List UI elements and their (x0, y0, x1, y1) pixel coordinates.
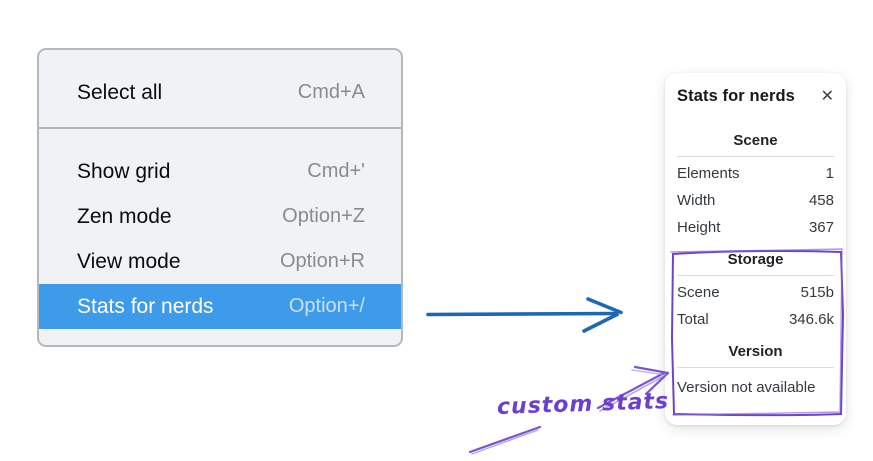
close-icon[interactable]: ✕ (820, 87, 834, 105)
stat-row-total-size: Total 346.6k (677, 309, 834, 330)
stat-value: 515b (800, 284, 834, 301)
stat-value: 367 (808, 219, 834, 236)
stats-panel-title: Stats for nerds (677, 87, 795, 105)
menu-item-view-mode[interactable]: View mode Option+R (39, 239, 401, 284)
section-heading-storage: Storage (727, 251, 784, 268)
menu-divider (39, 127, 401, 129)
menu-item-shortcut: Cmd+' (307, 160, 365, 182)
section-separator (677, 275, 834, 276)
menu-item-shortcut: Option+R (279, 250, 365, 272)
menu-item-label: Select all (77, 80, 163, 104)
section-separator (677, 367, 834, 368)
stat-value: 346.6k (788, 311, 834, 328)
stat-label: Elements (677, 165, 740, 182)
menu-item-shortcut: Option+Z (282, 205, 365, 227)
flow-arrow-icon (426, 297, 623, 333)
menu-item-select-all[interactable]: Select all Cmd+A (39, 70, 401, 115)
stat-row-elements: Elements 1 (677, 163, 834, 184)
stat-label: Height (677, 219, 721, 236)
version-note: Version not available (677, 379, 816, 396)
menu-item-shortcut: Option+/ (288, 295, 365, 317)
context-menu: Select all Cmd+A Show grid Cmd+' Zen mod… (37, 48, 403, 347)
stat-row-height: Height 367 (677, 217, 834, 238)
section-heading-version: Version (728, 343, 783, 360)
menu-item-label: Zen mode (77, 204, 172, 228)
section-separator (677, 156, 834, 157)
stat-row-width: Width 458 (677, 190, 834, 211)
menu-item-label: Show grid (77, 159, 171, 183)
section-heading-scene: Scene (733, 132, 778, 149)
annotation-label: custom stats (496, 389, 670, 420)
stat-value: 458 (808, 192, 834, 209)
stats-panel: Stats for nerds ✕ Scene Elements 1 Width… (665, 73, 846, 425)
stats-panel-header: Stats for nerds ✕ (677, 87, 834, 106)
menu-item-label: View mode (77, 249, 181, 273)
stat-value: 1 (825, 165, 834, 182)
stat-label: Scene (677, 284, 720, 301)
menu-item-label: Stats for nerds (77, 294, 214, 318)
menu-item-stats-for-nerds[interactable]: Stats for nerds Option+/ (39, 284, 401, 329)
menu-item-shortcut: Cmd+A (297, 81, 365, 103)
menu-item-zen-mode[interactable]: Zen mode Option+Z (39, 194, 401, 239)
menu-item-show-grid[interactable]: Show grid Cmd+' (39, 149, 401, 194)
stat-label: Total (677, 311, 709, 328)
stat-label: Width (677, 192, 716, 209)
stat-row-scene-size: Scene 515b (677, 282, 834, 303)
